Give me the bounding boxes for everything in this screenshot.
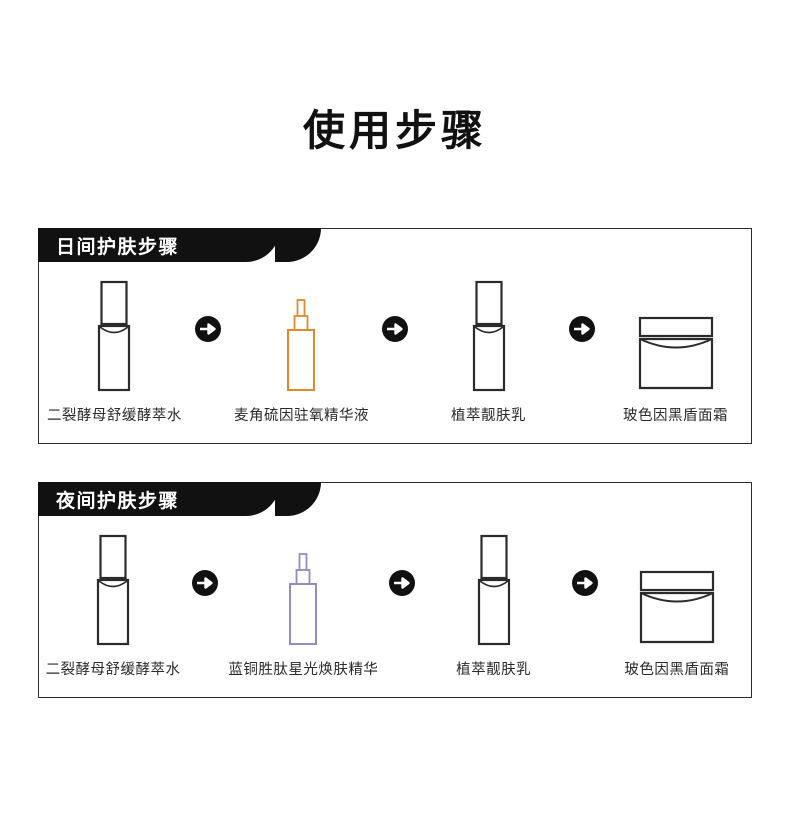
step-item-night-1[interactable]: 二裂酵母舒缓酵萃水 <box>45 517 181 699</box>
step-arrow-night-1 <box>181 517 228 699</box>
arrow-right-circle-icon <box>191 570 218 596</box>
routine-panel-day: 日间护肤步骤 二裂酵母舒缓酵萃水 <box>38 228 752 444</box>
step-label: 二裂酵母舒缓酵萃水 <box>46 408 182 424</box>
ribbon-tail-night <box>275 482 321 516</box>
product-art-tall-bottle <box>91 280 137 392</box>
product-art-tall-bottle <box>466 280 512 392</box>
step-list-night: 二裂酵母舒缓酵萃水 蓝铜胜肽星光焕肤精华 <box>39 517 751 699</box>
panel-header-night: 夜间护肤步骤 <box>38 482 280 516</box>
step-item-day-3[interactable]: 植萃靓肤乳 <box>419 263 558 445</box>
product-art-dropper-bottle <box>283 534 323 646</box>
dropper-bottle-icon <box>287 299 316 391</box>
step-item-day-4[interactable]: 玻色因黑盾面霜 <box>606 263 745 445</box>
step-arrow-night-3 <box>562 517 609 699</box>
cream-jar-icon <box>639 570 715 644</box>
product-art-cream-jar <box>630 280 722 392</box>
arrow-right-circle-icon <box>381 316 408 342</box>
step-arrow-night-2 <box>378 517 425 699</box>
step-arrow-day-3 <box>558 263 606 445</box>
step-label: 二裂酵母舒缓酵萃水 <box>45 662 181 678</box>
tall-bottle-icon <box>96 534 130 646</box>
step-label: 玻色因黑盾面霜 <box>624 662 730 678</box>
ribbon-tail-day <box>275 228 321 262</box>
arrow-right-circle-icon <box>572 570 599 596</box>
step-label: 蓝铜胜肽星光焕肤精华 <box>228 662 379 678</box>
step-label: 玻色因黑盾面霜 <box>623 408 729 424</box>
step-label: 植萃靓肤乳 <box>456 662 532 678</box>
step-item-night-3[interactable]: 植萃靓肤乳 <box>426 517 562 699</box>
product-art-dropper-bottle <box>281 280 321 392</box>
step-label: 麦角硫因驻氧精华液 <box>233 408 369 424</box>
cream-jar-icon <box>638 316 713 390</box>
panel-header-day: 日间护肤步骤 <box>38 228 280 262</box>
step-item-night-2[interactable]: 蓝铜胜肽星光焕肤精华 <box>228 517 378 699</box>
tall-bottle-icon <box>98 280 131 392</box>
page-title: 使用步骤 <box>302 107 487 154</box>
step-item-night-4[interactable]: 玻色因黑盾面霜 <box>609 517 745 699</box>
arrow-right-circle-icon <box>388 570 415 596</box>
step-arrow-day-1 <box>184 263 232 445</box>
step-arrow-day-2 <box>371 263 419 445</box>
step-list-day: 二裂酵母舒缓酵萃水 麦角硫因驻氧精华液 <box>39 263 751 445</box>
tall-bottle-icon <box>477 534 510 646</box>
tall-bottle-icon <box>472 280 505 392</box>
arrow-right-circle-icon <box>569 316 596 342</box>
step-label: 植萃靓肤乳 <box>451 408 526 424</box>
arrow-right-circle-icon <box>194 316 221 342</box>
routine-panel-night: 夜间护肤步骤 二裂酵母舒缓酵萃水 <box>38 482 752 698</box>
step-item-day-2[interactable]: 麦角硫因驻氧精华液 <box>232 263 371 445</box>
product-art-tall-bottle <box>471 534 517 646</box>
product-art-tall-bottle <box>90 534 136 646</box>
step-item-day-1[interactable]: 二裂酵母舒缓酵萃水 <box>45 263 184 445</box>
product-art-cream-jar <box>631 534 723 646</box>
dropper-bottle-icon <box>289 553 318 645</box>
